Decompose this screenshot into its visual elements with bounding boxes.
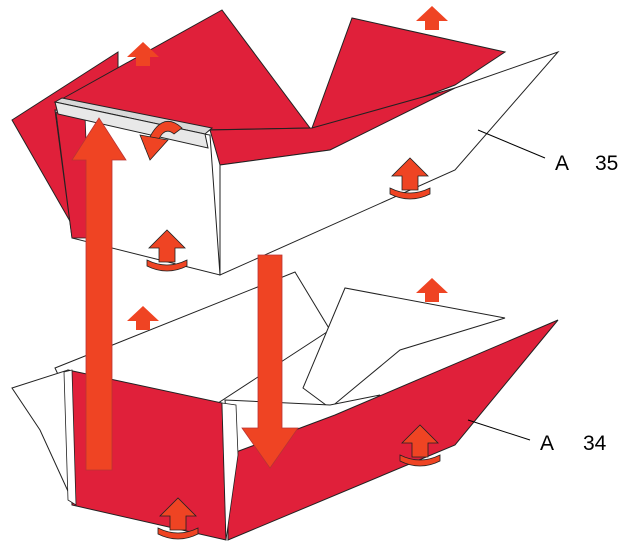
label-a35-letter: A bbox=[555, 152, 569, 175]
leader-line-a34 bbox=[468, 420, 530, 440]
label-a35-number: 35 bbox=[595, 152, 618, 175]
bottom-left-flap bbox=[12, 370, 72, 500]
leader-line-a35 bbox=[478, 130, 545, 158]
label-a34-letter: A bbox=[540, 432, 554, 455]
label-a34-number: 34 bbox=[583, 432, 607, 455]
